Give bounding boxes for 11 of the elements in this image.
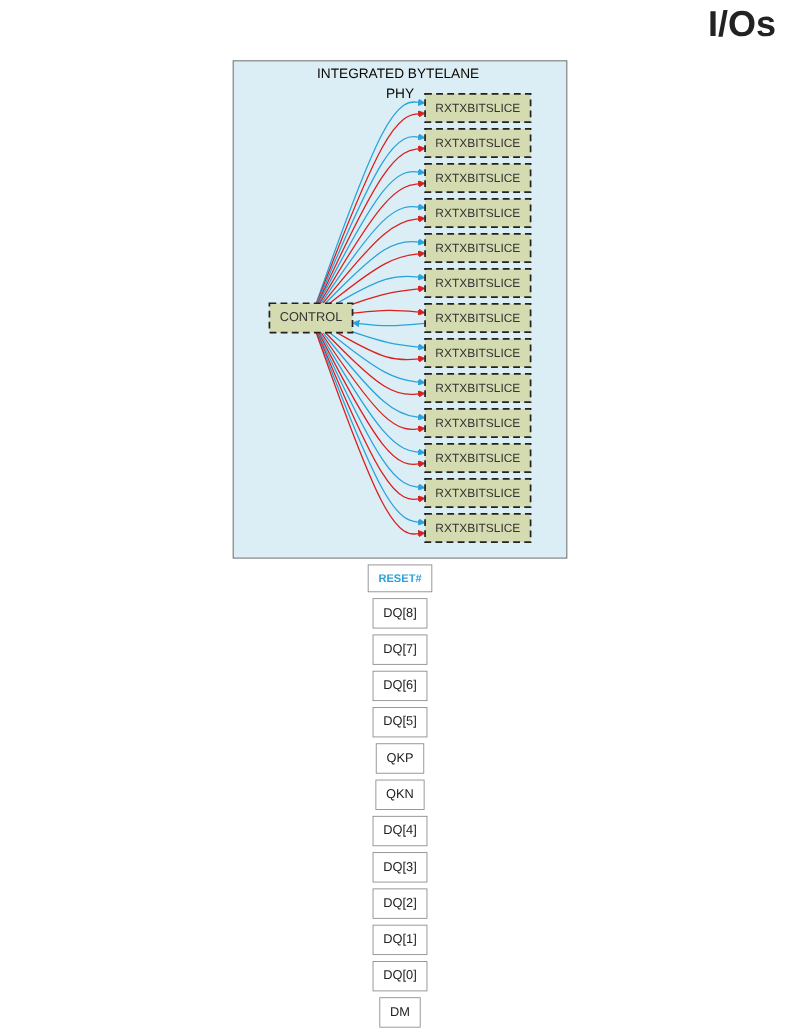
column-heading: I/Os <box>707 4 776 48</box>
arrow <box>351 307 426 315</box>
arrow <box>336 272 426 303</box>
arrow <box>352 318 426 327</box>
arrow <box>329 331 426 385</box>
arrow <box>351 284 426 304</box>
arrow <box>329 249 426 303</box>
arrow <box>324 237 426 303</box>
arrow <box>324 331 426 397</box>
arrow <box>336 331 426 362</box>
arrow <box>351 330 426 350</box>
